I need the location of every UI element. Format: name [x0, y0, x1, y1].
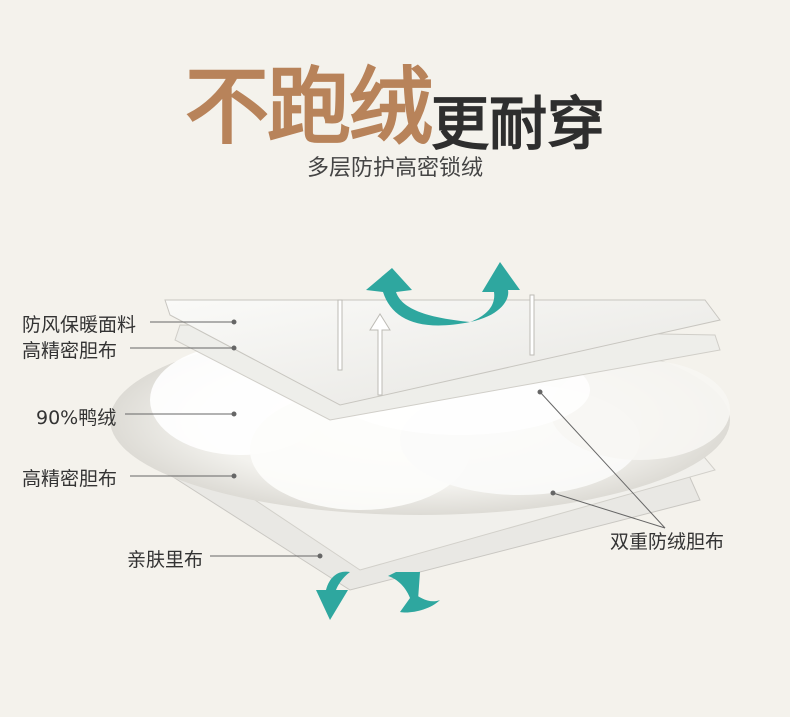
label-dense-liner-bottom: 高精密胆布 — [22, 468, 118, 490]
teal-arrow-top-left — [366, 268, 470, 326]
label-double-liner: 双重防绒胆布 — [610, 531, 725, 553]
subheadline: 多层防护高密锁绒 — [306, 156, 483, 181]
headline-main: 更耐穿 — [431, 90, 606, 158]
leader-lines — [125, 319, 666, 559]
label-windproof-fabric: 防风保暖面料 — [22, 314, 137, 336]
headline-accent: 不跑绒 — [184, 58, 433, 156]
teal-arrows — [316, 262, 520, 620]
teal-arrow-bottom-right — [388, 572, 440, 613]
headline: 不跑绒更耐穿 — [0, 40, 790, 161]
label-duck-down: 90%鸭绒 — [36, 407, 117, 429]
teal-arrow-top-right — [470, 262, 520, 322]
label-skin-lining: 亲肤里布 — [127, 549, 204, 571]
windproof-layer — [164, 299, 721, 406]
air-flow-arrows — [337, 294, 535, 396]
teal-arrow-bottom-left — [316, 571, 350, 620]
label-dense-liner-top: 高精密胆布 — [22, 340, 118, 362]
